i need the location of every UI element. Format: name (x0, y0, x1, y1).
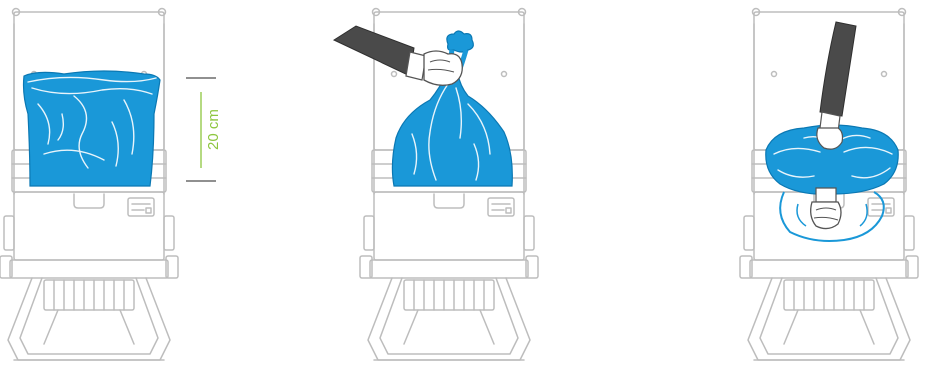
gloved-hand-icon (811, 22, 856, 229)
dimension-label: 20 cm (205, 109, 222, 150)
height-dimension: 20 cm (186, 78, 222, 181)
blue-bag-icon (24, 71, 161, 186)
step-3-panel (740, 9, 918, 361)
step-2-panel (334, 9, 538, 361)
step-1-panel: 20 cm (0, 9, 222, 361)
gloved-hand-icon (334, 26, 462, 85)
